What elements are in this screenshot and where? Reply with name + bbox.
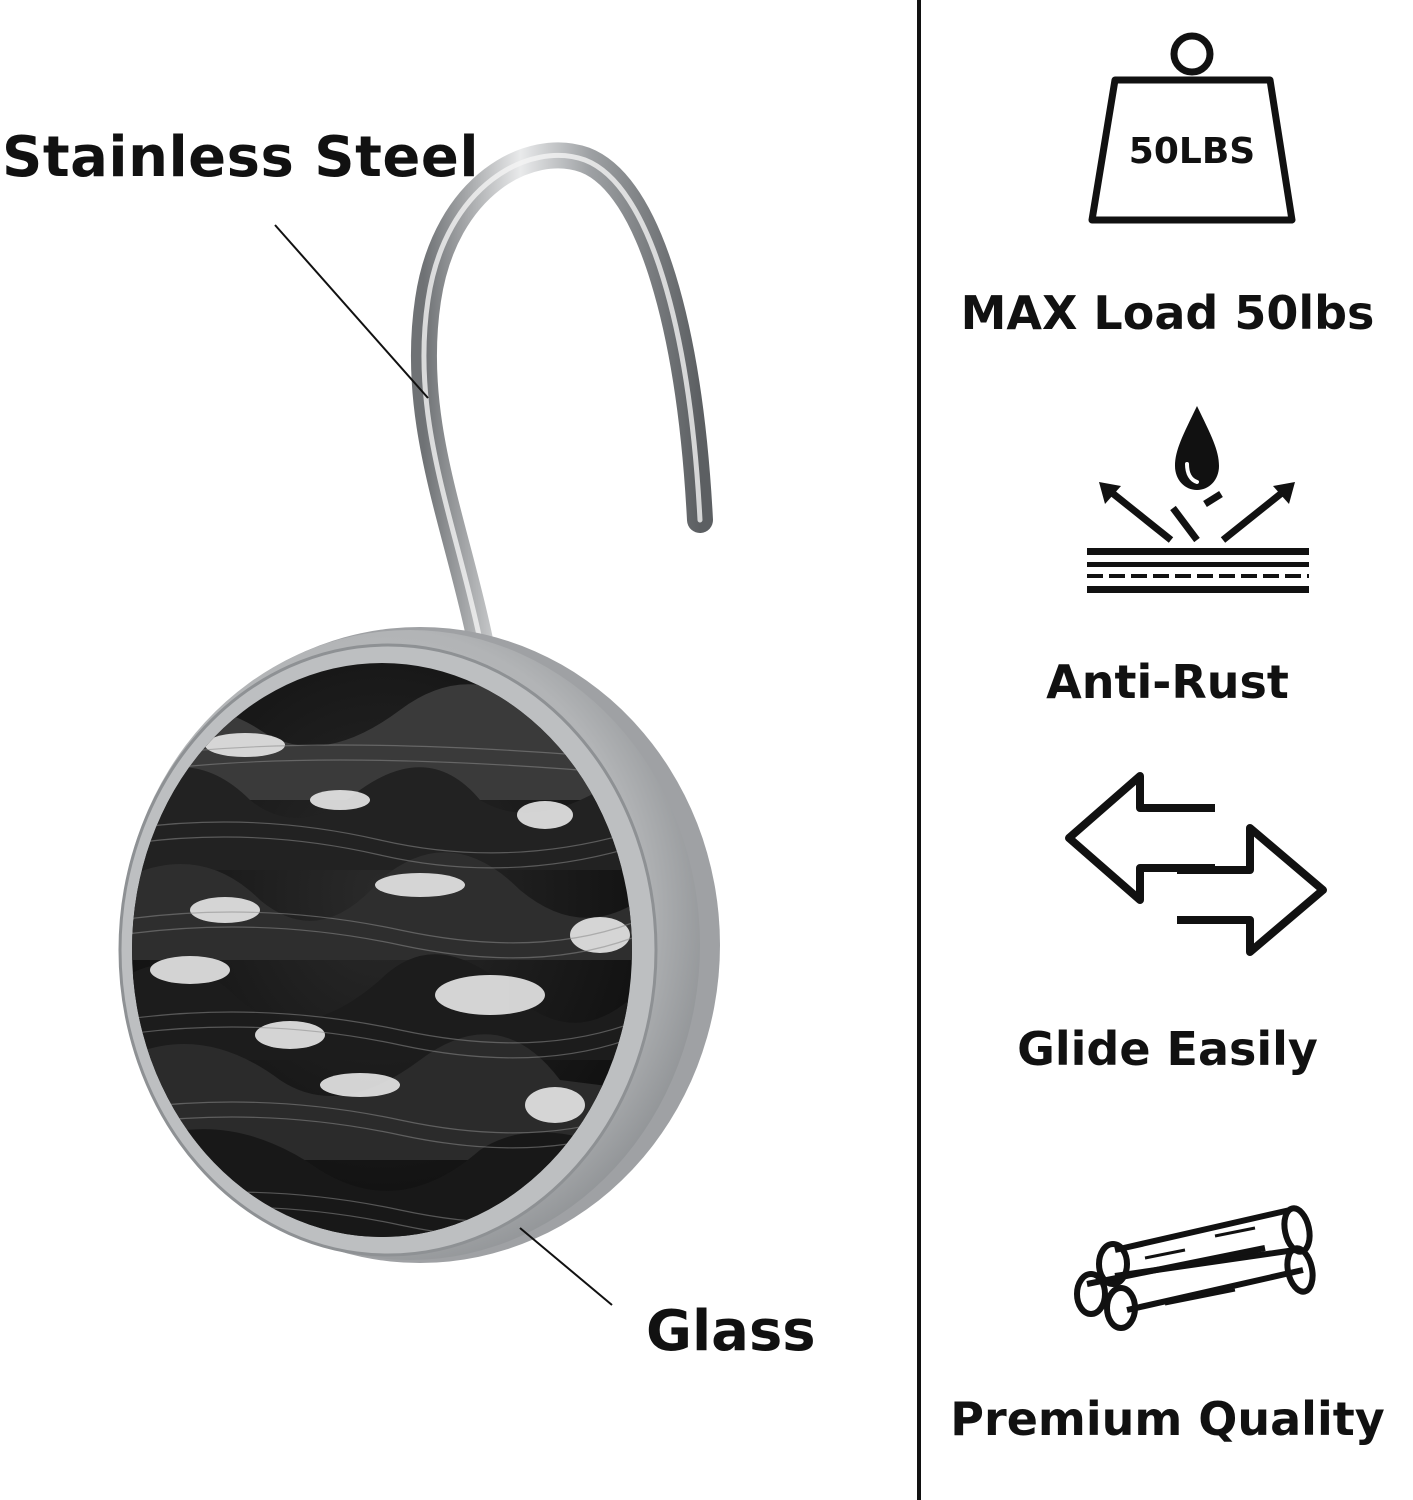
feature-label-premium: Premium Quality <box>950 1392 1385 1446</box>
bidirectional-arrows-icon <box>1065 772 1327 956</box>
steel-leader-line <box>274 224 429 399</box>
vertical-divider <box>917 0 921 1500</box>
rods-bundle-icon <box>1074 1205 1316 1331</box>
feature-label-max-load: MAX Load 50lbs <box>960 286 1375 340</box>
weight-badge: 50LBS <box>1129 131 1255 172</box>
water-drop-repel-icon <box>1087 406 1309 593</box>
ocean-waves-artwork <box>132 684 632 1237</box>
feature-label-anti-rust: Anti-Rust <box>1046 655 1289 709</box>
weight-icon: 50LBS <box>1088 32 1296 224</box>
glass-callout: Glass <box>646 1299 816 1364</box>
stainless-steel-callout: Stainless Steel <box>2 125 480 190</box>
shower-hook-image <box>118 142 720 1306</box>
glass-leader-line <box>519 1227 613 1306</box>
feature-label-glide: Glide Easily <box>1017 1022 1318 1076</box>
hook-wire <box>410 142 713 653</box>
